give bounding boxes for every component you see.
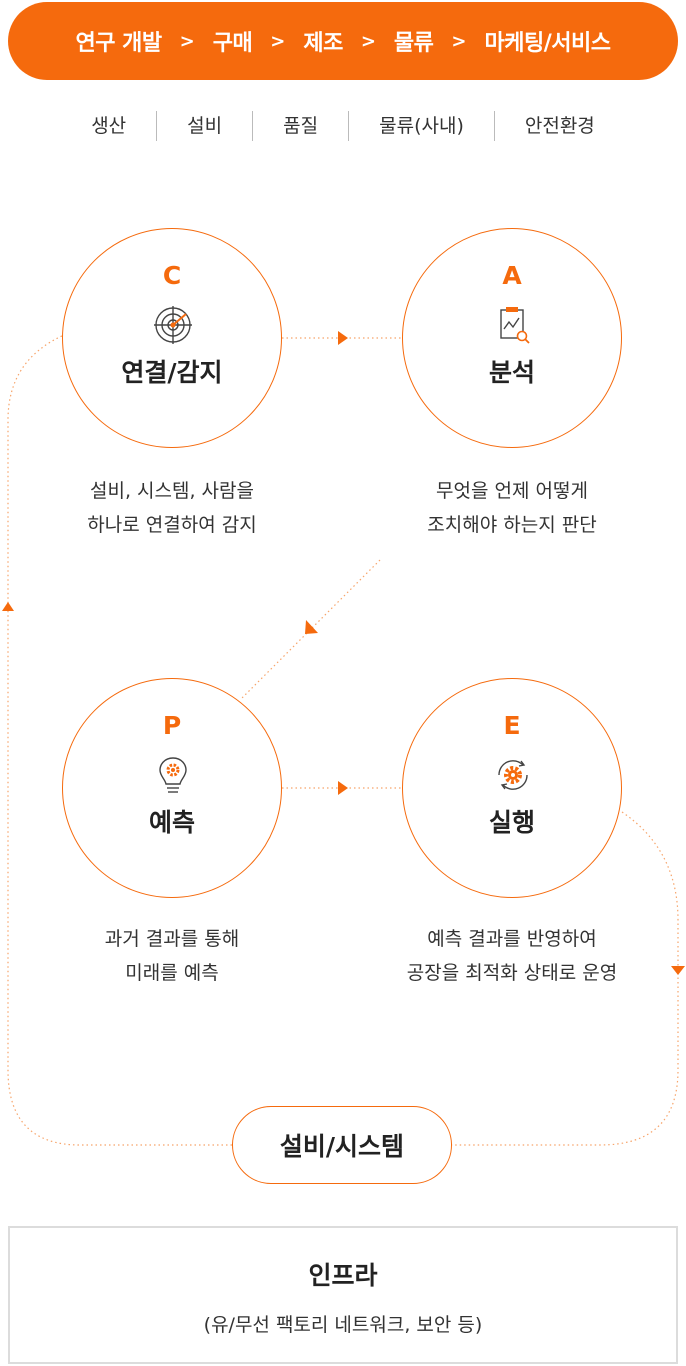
- step-circle-predict: P 예측: [62, 678, 282, 898]
- arrow-p-to-e: [338, 781, 348, 795]
- chain-item-purchase: 구매: [212, 31, 253, 56]
- description-line: 조치해야 하는지 판단: [427, 514, 597, 536]
- description-line: 설비, 시스템, 사람을: [90, 480, 254, 502]
- description-line: 하나로 연결하여 감지: [87, 514, 257, 536]
- step-letter: P: [162, 711, 182, 740]
- system-pill: 설비/시스템: [232, 1106, 452, 1184]
- description-line: 예측 결과를 반영하여: [427, 928, 597, 950]
- chain-item-rnd: 연구 개발: [75, 31, 163, 56]
- value-chain-bar: 연구 개발 > 구매 > 제조 > 물류 > 마케팅/서비스: [8, 2, 678, 80]
- step-circle-execute: E 실행: [402, 678, 622, 898]
- step-description-analyze: 무엇을 언제 어떻게 조치해야 하는지 판단: [362, 474, 662, 542]
- step-title: 실행: [488, 808, 535, 837]
- sub-category-safety: 안전환경: [524, 115, 595, 137]
- chain-item-logistics: 물류: [393, 31, 434, 56]
- chain-separator: >: [179, 30, 195, 52]
- step-title: 예측: [148, 808, 195, 837]
- infra-subtitle: (유/무선 팩토리 네트워크, 보안 등): [203, 1314, 483, 1336]
- sub-category-row: 생산 설비 품질 물류(사내) 안전환경: [8, 108, 678, 144]
- clipboard-chart-icon: [493, 305, 533, 345]
- gear-cycle-icon: [493, 755, 533, 795]
- sub-category-internal-logistics: 물류(사내): [349, 111, 495, 141]
- target-radar-icon: [153, 305, 193, 345]
- step-letter: A: [502, 261, 522, 290]
- chain-separator: >: [451, 30, 467, 52]
- lightbulb-gear-icon: [153, 755, 193, 795]
- chain-item-manufacturing: 제조: [303, 31, 343, 56]
- description-line: 공장을 최적화 상태로 운영: [406, 962, 618, 984]
- arrow-right-down: [671, 966, 685, 975]
- sub-category-production: 생산: [61, 111, 158, 141]
- step-circle-connect: C 연결/감지: [62, 228, 282, 448]
- infra-box: 인프라 (유/무선 팩토리 네트워크, 보안 등): [8, 1226, 678, 1364]
- description-line: 과거 결과를 통해: [104, 928, 240, 950]
- step-description-execute: 예측 결과를 반영하여 공장을 최적화 상태로 운영: [342, 922, 682, 990]
- step-title: 연결/감지: [121, 358, 223, 387]
- step-circle-analyze: A 분석: [402, 228, 622, 448]
- infra-title: 인프라: [308, 1261, 378, 1290]
- sub-category-equipment: 설비: [157, 111, 254, 141]
- chain-item-marketing: 마케팅/서비스: [484, 31, 611, 56]
- arrow-left-up: [2, 602, 14, 611]
- sub-category-quality: 품질: [253, 111, 350, 141]
- step-title: 분석: [488, 358, 535, 387]
- chain-separator: >: [360, 30, 376, 52]
- chain-separator: >: [270, 30, 286, 52]
- step-letter: E: [503, 711, 521, 740]
- arrow-a-to-p: [305, 620, 318, 634]
- description-line: 무엇을 언제 어떻게: [436, 480, 588, 502]
- step-letter: C: [162, 261, 182, 290]
- step-description-connect: 설비, 시스템, 사람을 하나로 연결하여 감지: [22, 474, 322, 542]
- arrow-c-to-a: [338, 331, 348, 345]
- description-line: 미래를 예측: [125, 962, 219, 984]
- step-description-predict: 과거 결과를 통해 미래를 예측: [22, 922, 322, 990]
